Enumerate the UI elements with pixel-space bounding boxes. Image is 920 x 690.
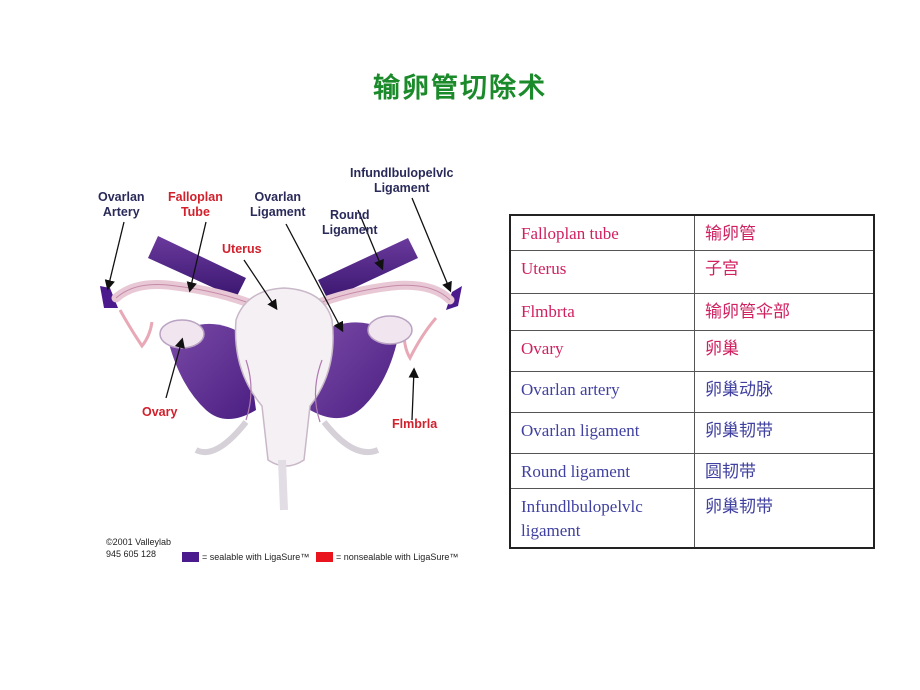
term-chinese: 卵巢韧带 <box>694 488 875 549</box>
label-round-ligament-line1: Round <box>329 208 370 222</box>
label-fimbria: Flmbrla <box>392 417 438 431</box>
anatomy-diagram: Ovarlan Artery Falloplan Tube Ovarlan Li… <box>96 160 468 570</box>
round-ligament-left <box>148 236 246 298</box>
table-row: Uterus 子宫 <box>509 250 875 294</box>
page-title: 输卵管切除术 <box>373 73 547 104</box>
legend-label-nonsealable: = nonsealable with LigaSure™ <box>336 552 459 562</box>
fimbria-left <box>118 309 154 349</box>
term-english: Falloplan tube <box>509 214 695 251</box>
label-ovarian-ligament: Ovarlan Ligament <box>250 190 306 220</box>
legend-sealable: = sealable with LigaSure™ <box>182 552 309 562</box>
term-english: Flmbrta <box>509 293 695 331</box>
table-row: Flmbrta 输卵管伞部 <box>509 293 875 331</box>
label-fallopian-tube-line2: Tube <box>180 205 210 219</box>
term-english: Round ligament <box>509 453 695 489</box>
term-chinese: 输卵管 <box>694 214 875 251</box>
credit-line2: 945 605 128 <box>106 549 157 559</box>
anatomy-illustration <box>100 197 462 511</box>
label-ovarian-artery: Ovarlan Artery <box>98 190 145 220</box>
table-row: Falloplan tube 输卵管 <box>509 214 875 251</box>
term-english: Ovarlan artery <box>509 371 695 413</box>
terminology-table: Falloplan tube 输卵管 Uterus 子宫 Flmbrta 输卵管… <box>509 214 875 549</box>
term-english: Ovary <box>509 330 695 372</box>
round-ligament-right <box>318 238 418 300</box>
label-ovary: Ovary <box>142 405 178 419</box>
label-ovarian-ligament-line1: Ovarlan <box>254 190 302 204</box>
legend-swatch-sealable <box>182 552 199 562</box>
label-ovarian-artery-line1: Ovarlan <box>98 190 145 204</box>
label-infundibulopelvic-ligament: Infundlbulopelvlc Ligament <box>350 166 453 196</box>
uterus-body <box>234 287 334 467</box>
label-ovarian-artery-line2: Artery <box>102 205 140 219</box>
term-chinese: 子宫 <box>694 250 875 294</box>
figure-credit: ©2001 Valleylab 945 605 128 <box>106 536 171 560</box>
legend-nonsealable: = nonsealable with LigaSure™ <box>316 552 458 562</box>
credit-line1: ©2001 Valleylab <box>106 537 172 547</box>
ovary-right <box>367 315 413 345</box>
table-row: Infundlbulopelvlc ligament 卵巢韧带 <box>509 488 875 549</box>
table-row: Round ligament 圆韧带 <box>509 453 875 489</box>
label-round-ligament: Round Ligament <box>322 208 378 238</box>
term-chinese: 卵巢动脉 <box>694 371 875 413</box>
table-row: Ovarlan ligament 卵巢韧带 <box>509 412 875 454</box>
ip-ligament-left <box>100 286 118 308</box>
label-infundibulopelvic-line2: Ligament <box>373 181 430 195</box>
term-chinese: 输卵管伞部 <box>694 293 875 331</box>
term-chinese: 圆韧带 <box>694 453 875 489</box>
label-fallopian-tube-line1: Falloplan <box>168 190 223 204</box>
ovary-left <box>159 319 205 349</box>
table-row: Ovary 卵巢 <box>509 330 875 372</box>
term-english: Uterus <box>509 250 695 294</box>
legend-label-sealable: = sealable with LigaSure™ <box>202 552 310 562</box>
legend-swatch-nonsealable <box>316 552 333 562</box>
term-chinese: 卵巢 <box>694 330 875 372</box>
term-english: Infundlbulopelvlc ligament <box>509 488 695 549</box>
label-fallopian-tube: Falloplan Tube <box>168 190 223 220</box>
label-ovarian-ligament-line2: Ligament <box>250 205 306 219</box>
label-uterus: Uterus <box>222 242 262 256</box>
label-infundibulopelvic-line1: Infundlbulopelvlc <box>350 166 454 180</box>
term-chinese: 卵巢韧带 <box>694 412 875 454</box>
label-round-ligament-line2: Ligament <box>322 223 378 237</box>
table-row: Ovarlan artery 卵巢动脉 <box>509 371 875 413</box>
term-english: Ovarlan ligament <box>509 412 695 454</box>
